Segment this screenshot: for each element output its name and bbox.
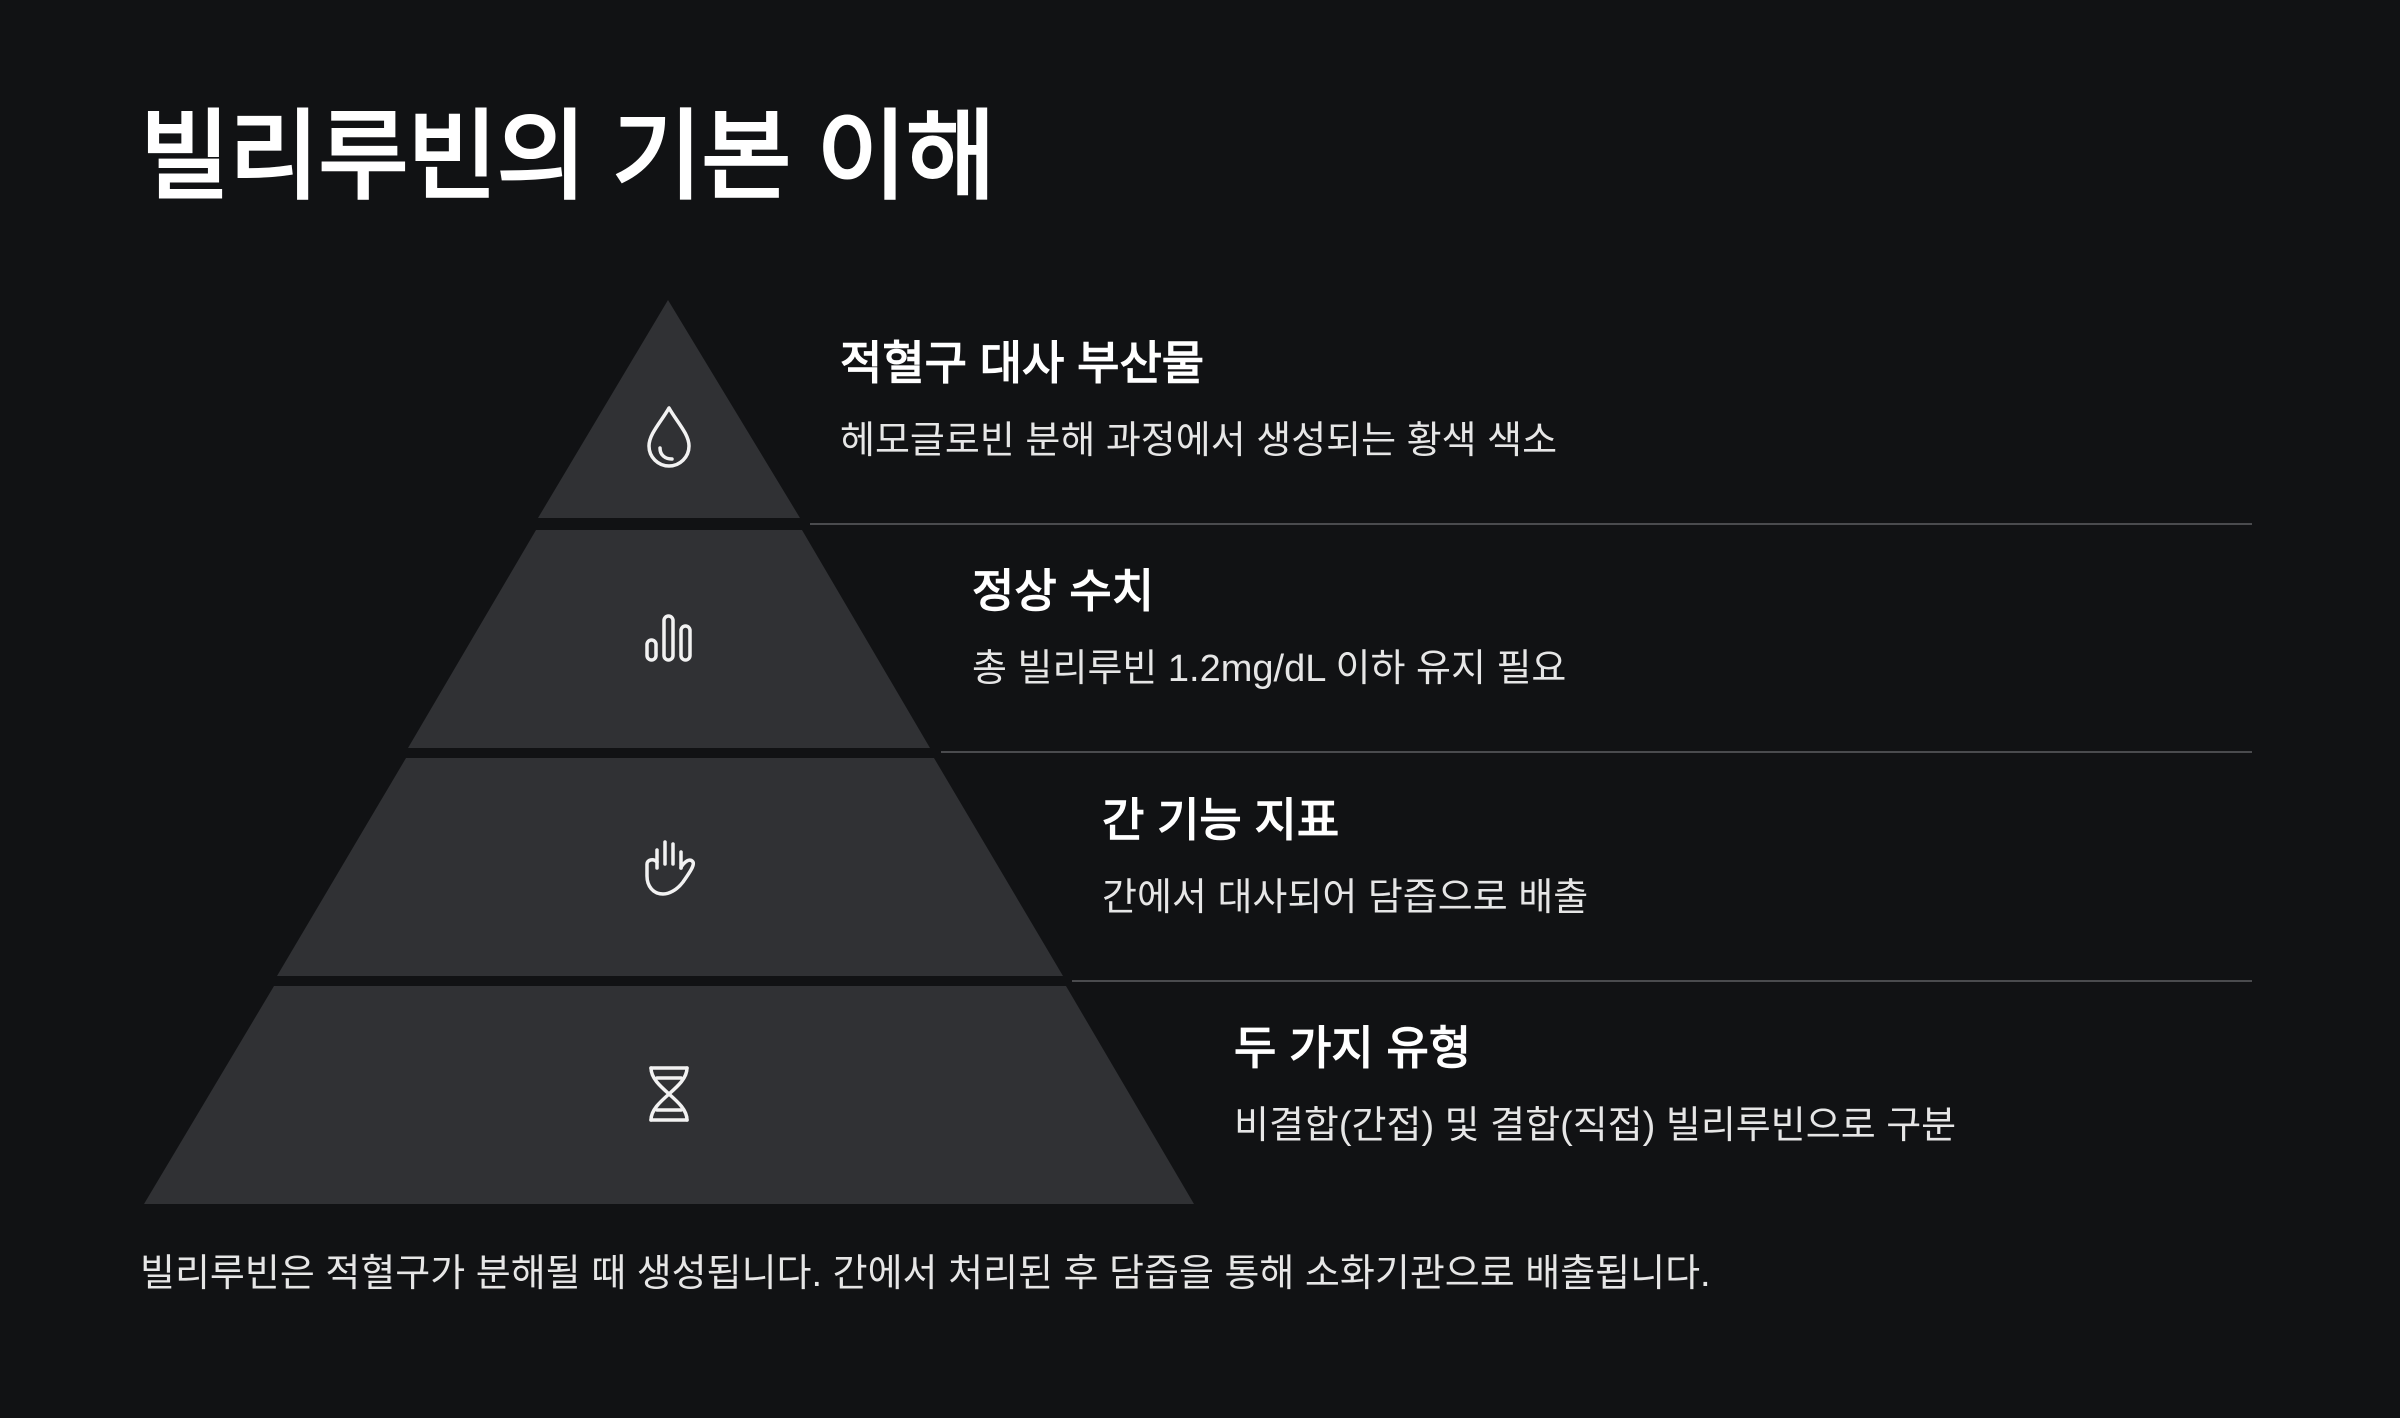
tier-4-description: 비결합(간접) 및 결합(직접) 빌리루빈으로 구분 bbox=[1234, 1105, 1957, 1148]
page-title: 빌리루빈의 기본 이해 bbox=[140, 101, 996, 211]
tier-1-description: 헤모글로빈 분해 과정에서 생성되는 황색 색소 bbox=[840, 420, 1558, 463]
tier-2-description: 총 빌리루빈 1.2mg/dL 이하 유지 필요 bbox=[972, 648, 1567, 691]
pyramid-tier-2 bbox=[408, 530, 930, 748]
tier-3-title: 간 기능 지표 bbox=[1102, 794, 1340, 846]
bar-chart-icon bbox=[645, 614, 692, 662]
tier-3-text: 간 기능 지표 간에서 대사되어 담즙으로 배출 bbox=[1102, 793, 1588, 922]
droplet-icon bbox=[647, 406, 691, 468]
tier-3-description: 간에서 대사되어 담즙으로 배출 bbox=[1102, 877, 1589, 920]
tier-4-title: 두 가지 유형 bbox=[1234, 1022, 1472, 1074]
hand-icon bbox=[645, 840, 696, 896]
footer-caption: 빌리루빈은 적혈구가 분해될 때 생성됩니다. 간에서 처리된 후 담즙을 통해… bbox=[140, 1253, 1711, 1295]
tier-1-title: 적혈구 대사 부산물 bbox=[840, 337, 1205, 389]
tier-4-text: 두 가지 유형 비결합(간접) 및 결합(직접) 빌리루빈으로 구분 bbox=[1234, 1021, 1956, 1150]
pyramid-tier-3 bbox=[277, 758, 1063, 976]
tier-1-text: 적혈구 대사 부산물 헤모글로빈 분해 과정에서 생성되는 황색 색소 bbox=[840, 336, 1557, 465]
dna-icon bbox=[649, 1066, 689, 1122]
tier-2-text: 정상 수치 총 빌리루빈 1.2mg/dL 이하 유지 필요 bbox=[972, 564, 1566, 693]
tier-2-title: 정상 수치 bbox=[972, 565, 1155, 617]
